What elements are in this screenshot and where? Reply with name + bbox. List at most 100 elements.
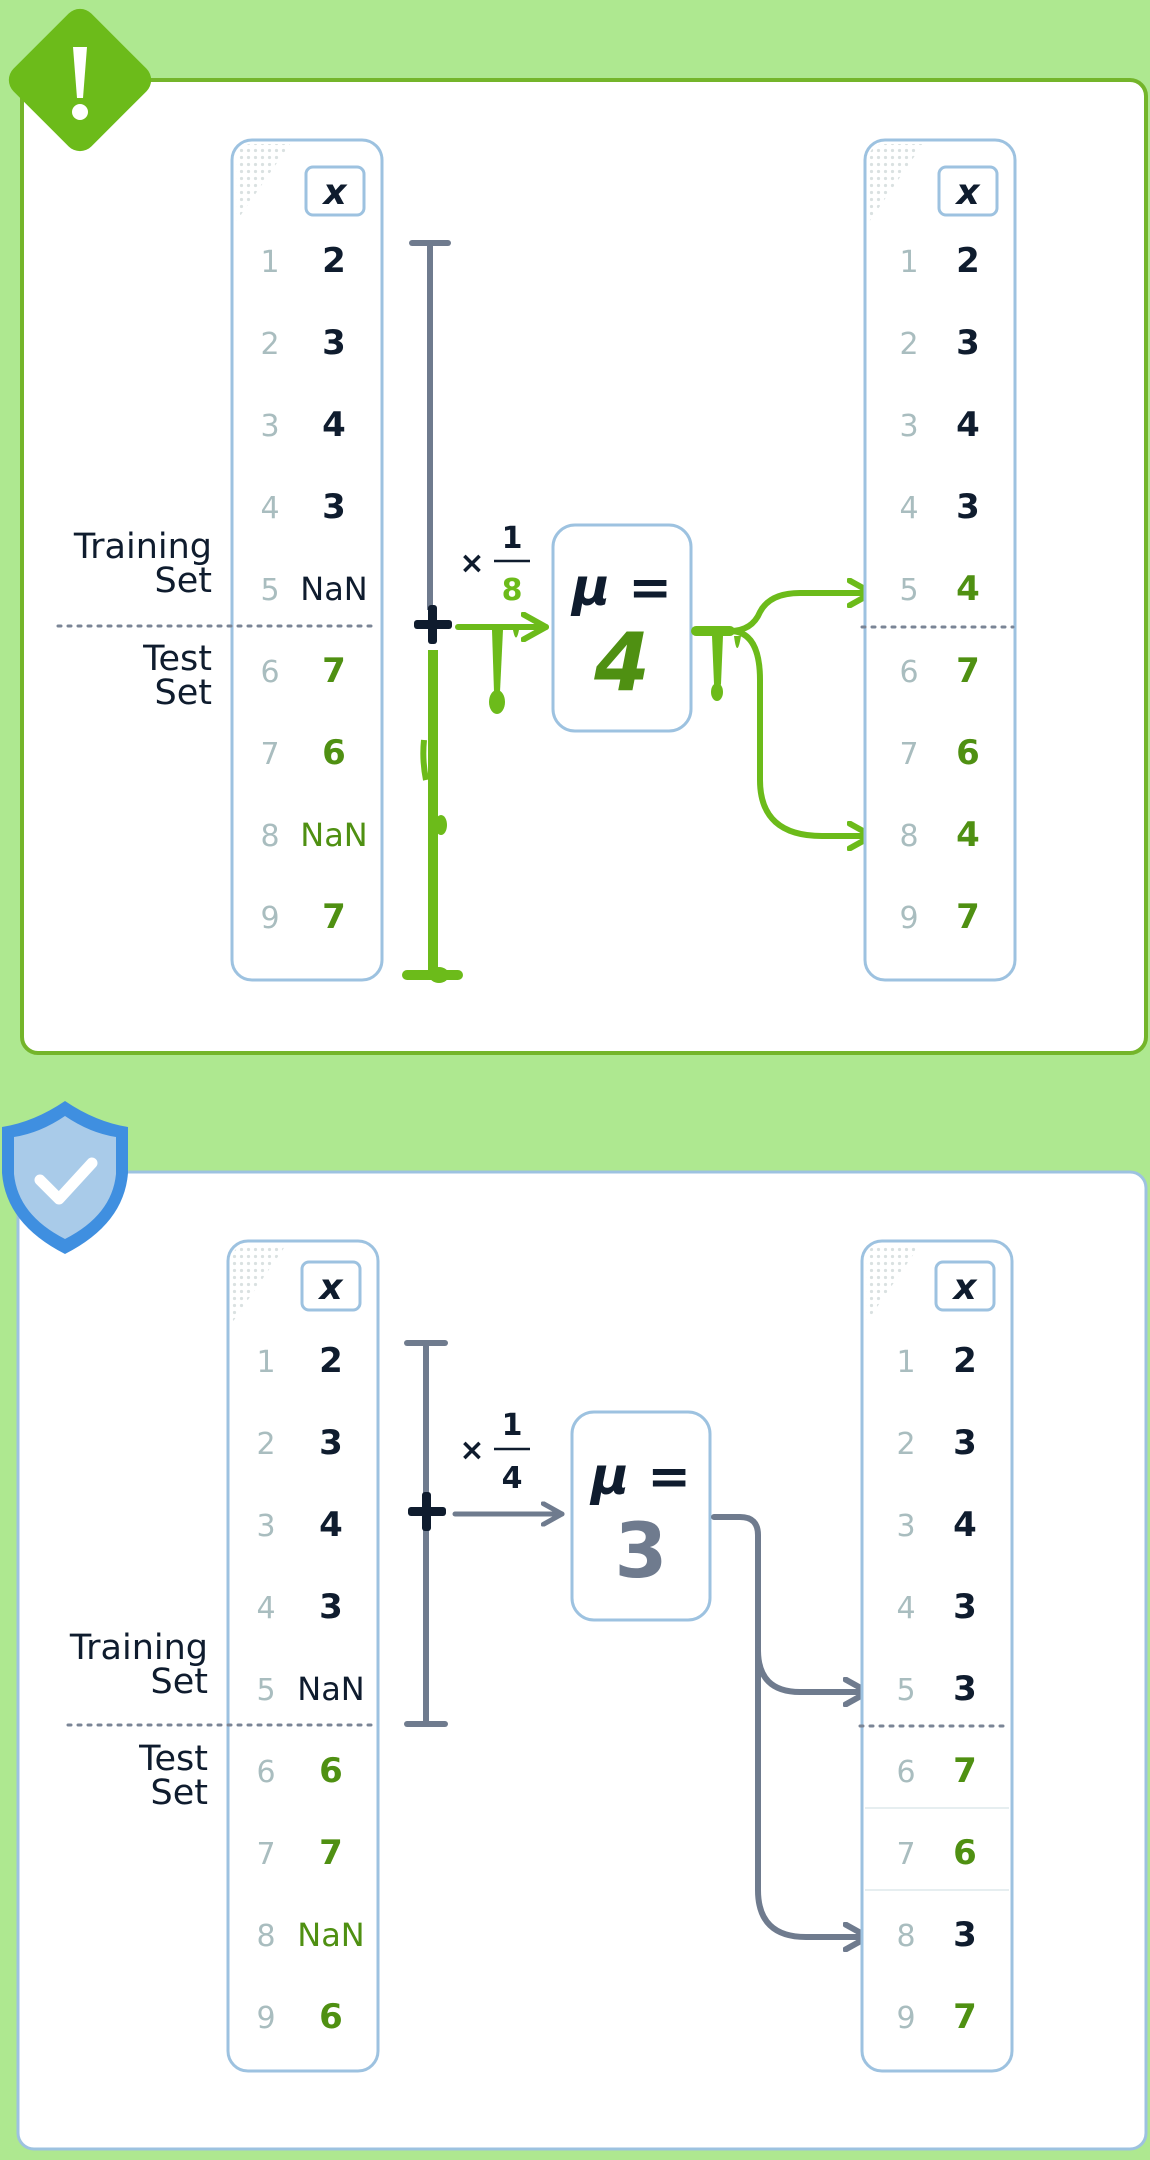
cell-value: 3: [953, 1915, 977, 1955]
column-header-box: [937, 165, 999, 217]
training-set-label: Training Set: [73, 527, 212, 601]
cell-value: 3: [953, 1423, 977, 1463]
sum-bracket: [402, 240, 463, 983]
leak-drip: [435, 815, 447, 835]
cell-value: NaN: [297, 1916, 364, 1954]
mean-value: 4: [593, 616, 650, 709]
row-index: 7: [896, 1837, 915, 1872]
svg-text:Set: Set: [151, 1662, 208, 1702]
column-header: x: [321, 172, 348, 213]
column-header-box: [934, 1260, 996, 1312]
cell-value: 3: [319, 1587, 343, 1627]
svg-text:Set: Set: [151, 1773, 208, 1813]
row-index: 2: [260, 327, 279, 362]
row-index: 5: [256, 1673, 275, 1708]
cell-value: 3: [956, 323, 980, 363]
row-index: 4: [260, 491, 279, 526]
scale-fraction: × 1 8: [459, 521, 530, 608]
cell-value: 3: [956, 487, 980, 527]
cell-value: 7: [956, 897, 980, 937]
cell-value: 4: [319, 1505, 343, 1545]
fraction-denominator: 8: [502, 573, 523, 608]
svg-text:×: ×: [459, 546, 484, 581]
plus-icon: [414, 605, 452, 644]
cell-value: NaN: [297, 1670, 364, 1708]
cell-value: 7: [322, 651, 346, 691]
mean-value: 3: [615, 1506, 668, 1595]
row-index: 6: [896, 1755, 915, 1790]
column-header-box: [304, 165, 366, 217]
cell-value: 7: [953, 1751, 977, 1791]
column-header-box: [300, 1260, 362, 1312]
plus-icon: [408, 1492, 446, 1531]
cell-value: 6: [956, 733, 980, 773]
dot-texture: [869, 144, 923, 222]
cell-value: 7: [319, 1833, 343, 1873]
svg-text:Set: Set: [155, 561, 212, 601]
row-index: 7: [260, 737, 279, 772]
cell-value: 3: [319, 1423, 343, 1463]
row-index: 3: [256, 1509, 275, 1544]
fraction-numerator: 1: [502, 1408, 523, 1443]
row-index: 1: [260, 245, 279, 280]
row-index: 3: [896, 1509, 915, 1544]
column-header: x: [951, 1267, 978, 1308]
row-index: 7: [899, 737, 918, 772]
row-index: 3: [260, 409, 279, 444]
row-index: 1: [256, 1345, 275, 1380]
row-index: 1: [899, 245, 918, 280]
test-set-label: Test Set: [142, 639, 212, 713]
row-index: 9: [256, 2001, 275, 2036]
svg-text:×: ×: [459, 1433, 484, 1468]
fraction-numerator: 1: [502, 521, 523, 556]
fill-arrow-row8: [727, 628, 875, 836]
cell-value: 2: [322, 241, 346, 281]
row-index: 6: [256, 1755, 275, 1790]
dot-texture: [236, 144, 290, 222]
mean-box: μ = 3: [570, 1410, 712, 1622]
row-index: 8: [260, 819, 279, 854]
sum-bracket: [404, 1340, 448, 1727]
fill-arrows: [691, 593, 875, 836]
cell-value: 4: [322, 405, 346, 445]
row-index: 7: [256, 1837, 275, 1872]
test-set-label: Test Set: [138, 1739, 208, 1813]
row-index: 8: [899, 819, 918, 854]
cell-value: 6: [319, 1751, 343, 1791]
dot-texture: [232, 1245, 286, 1323]
cell-value: 7: [953, 1997, 977, 2037]
warning-diamond-icon: [8, 8, 152, 152]
shield-check-icon: [2, 1101, 128, 1254]
svg-text:Training: Training: [69, 1628, 208, 1668]
scale-fraction: × 1 4: [459, 1408, 530, 1496]
cell-value: 3: [953, 1587, 977, 1627]
svg-text:Set: Set: [155, 673, 212, 713]
cell-value: NaN: [300, 570, 367, 608]
fill-arrow-row8: [755, 1647, 871, 1937]
row-index: 5: [896, 1673, 915, 1708]
training-set-label: Training Set: [69, 1628, 208, 1702]
cell-value: 3: [953, 1669, 977, 1709]
fill-arrow-row5: [727, 593, 875, 634]
leak-drip: [492, 630, 503, 698]
cell-value: 2: [953, 1341, 977, 1381]
row-index: 6: [899, 655, 918, 690]
row-index: 8: [256, 1919, 275, 1954]
cell-value: NaN: [300, 816, 367, 854]
leak-drip: [712, 636, 723, 691]
row-index: 4: [899, 491, 918, 526]
row-index: 3: [899, 409, 918, 444]
cell-value: 4: [956, 569, 980, 609]
mean-label: μ =: [589, 1447, 691, 1507]
cell-value: 7: [322, 897, 346, 937]
column-header: x: [954, 172, 981, 213]
row-index: 2: [256, 1427, 275, 1462]
